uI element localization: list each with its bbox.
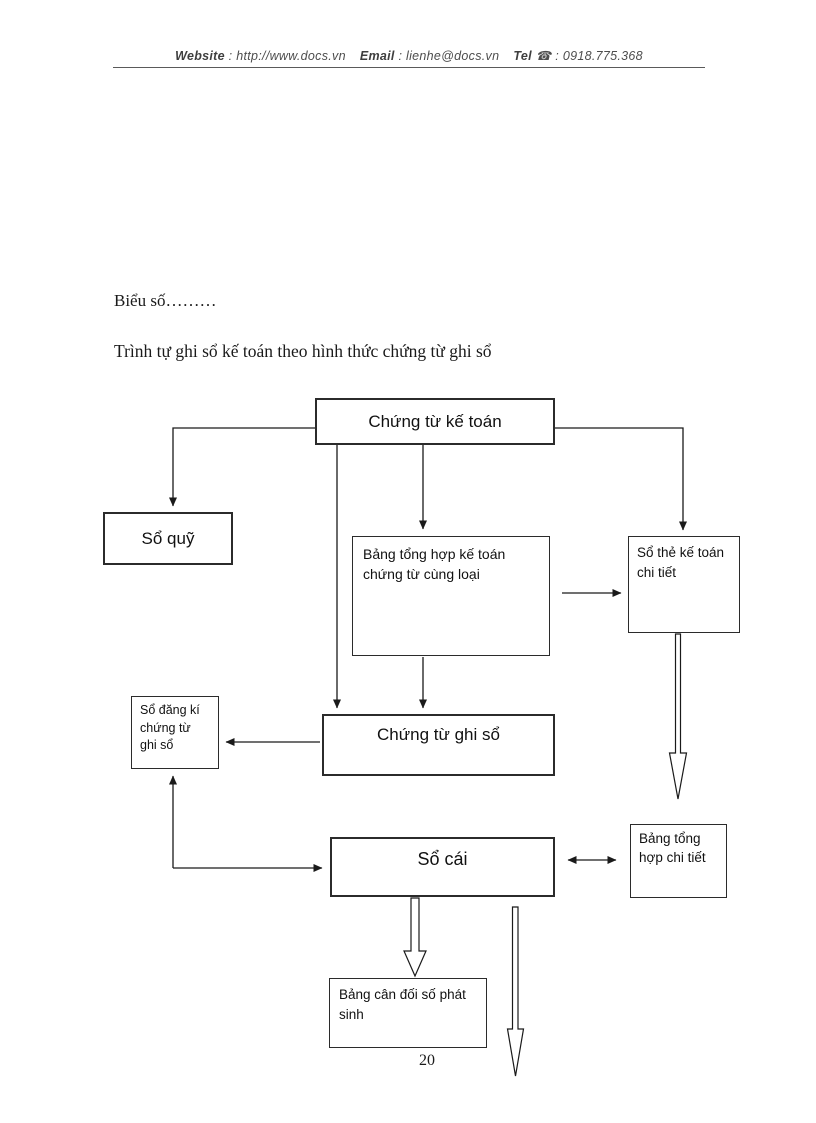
hollow-arrow-sothe-to-bangtonghopchitiet	[668, 633, 688, 800]
node-bang-can-doi: Bảng cân đối số phát sinh	[329, 978, 487, 1048]
node-so-quy: Sổ quỹ	[103, 512, 233, 565]
hollow-arrow-socai-to-bangcandoi	[403, 897, 427, 978]
header-email-label: Email	[359, 49, 395, 63]
page-number: 20	[419, 1052, 435, 1069]
header-website-value: : http://www.docs.vn	[224, 49, 346, 63]
node-so-dang-ki: Sổ đăng kí chứng từ ghi sổ	[131, 696, 219, 769]
header-email-value: : lienhe@docs.vn	[394, 49, 500, 63]
page-header: Website : http://www.docs.vn Email : lien…	[113, 48, 705, 63]
node-label: Sổ đăng kí chứng từ ghi sổ	[140, 703, 200, 752]
figure-caption: Biểu số………	[114, 291, 217, 310]
arrow-chungtuketoan-to-soquy	[169, 427, 315, 507]
page-title: Trình tự ghi sổ kế toán theo hình thức c…	[114, 341, 492, 361]
node-label: Chứng từ ghi sổ	[377, 725, 500, 744]
telephone-icon: ☎	[535, 49, 552, 63]
node-so-cai: Sổ cái	[330, 837, 555, 897]
node-label: Sổ quỹ	[141, 528, 195, 548]
hollow-arrow-socai-down-long	[506, 906, 525, 1077]
header-website-label: Website	[175, 49, 225, 63]
node-chung-tu-ghi-so: Chứng từ ghi sổ	[322, 714, 555, 776]
node-bang-tong-hop-ke-toan: Bảng tổng hợp kế toán chứng từ cùng loại	[352, 536, 550, 656]
header-tel-value: : 0918.775.368	[551, 49, 643, 63]
node-chung-tu-ke-toan: Chứng từ kế toán	[315, 398, 555, 445]
node-label: Bảng tổng hợp kế toán chứng từ cùng loại	[363, 546, 506, 583]
node-label: Sổ cái	[417, 849, 468, 869]
node-bang-tong-hop-chi-tiet: Bảng tổng hợp chi tiết	[630, 824, 727, 898]
header-tel-label: Tel	[513, 49, 532, 63]
arrow-chungtuketoan-to-sothe	[555, 427, 687, 531]
node-label: Bảng cân đối số phát sinh	[339, 987, 466, 1022]
node-label: Sổ thẻ kế toán chi tiết	[637, 545, 725, 580]
node-label: Bảng tổng hợp chi tiết	[639, 831, 706, 865]
node-label: Chứng từ kế toán	[368, 411, 502, 431]
header-rule	[113, 67, 705, 68]
node-so-the-ke-toan: Sổ thẻ kế toán chi tiết	[628, 536, 740, 633]
